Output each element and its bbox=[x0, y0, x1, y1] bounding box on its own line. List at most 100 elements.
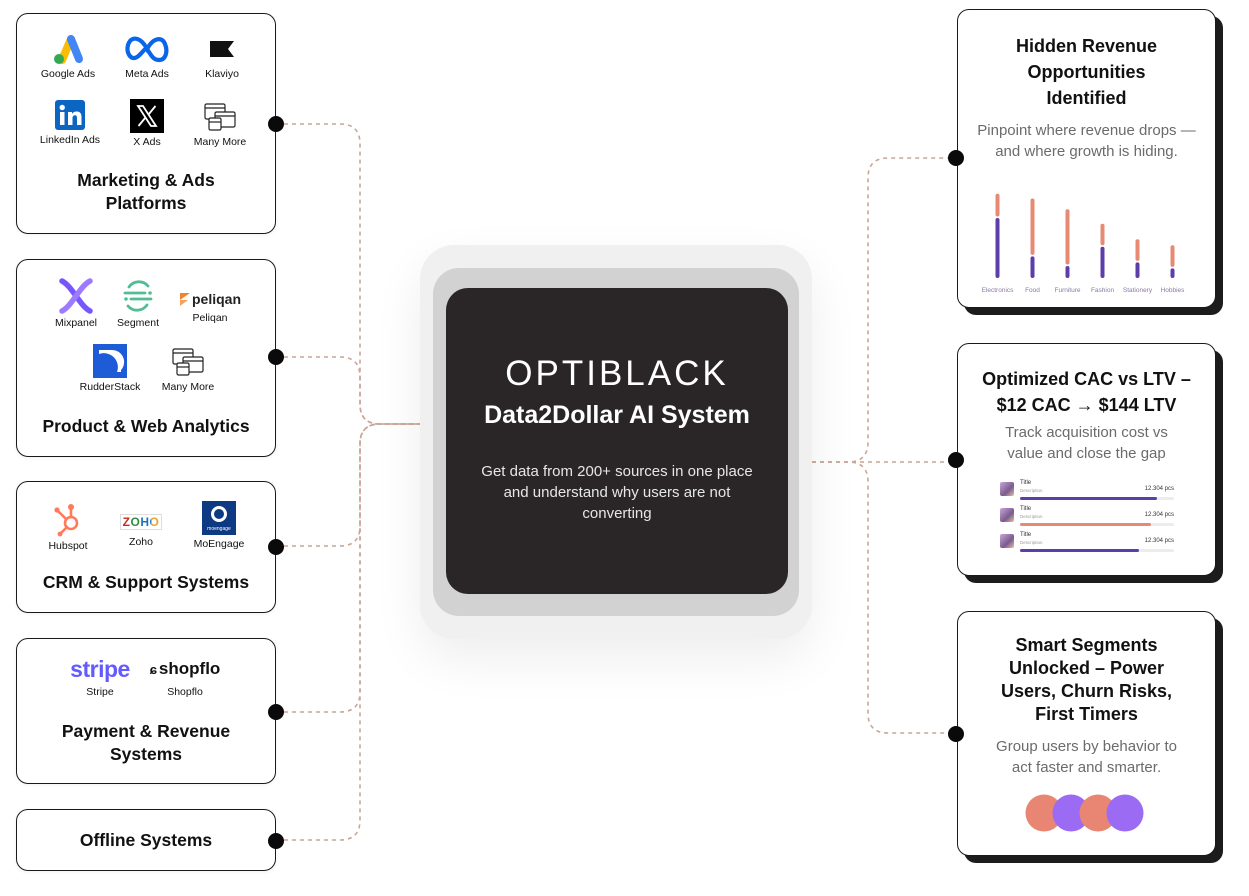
zoho-wordmark: ZOHO bbox=[119, 514, 163, 530]
card-offline: Offline Systems bbox=[16, 809, 284, 871]
card-cac-ltv: Optimized CAC vs LTV – $12 CAC → $144 LT… bbox=[948, 343, 1216, 576]
segment-circle bbox=[1079, 794, 1117, 832]
card-title: Offline Systems bbox=[79, 830, 213, 850]
brand-logo: OPTIBLACK bbox=[505, 354, 729, 393]
logo-label: Many More bbox=[161, 381, 215, 393]
logo-linkedin-ads: LinkedIn Ads bbox=[35, 99, 105, 146]
avatar bbox=[1000, 508, 1014, 522]
logo-label: Meta Ads bbox=[125, 68, 169, 80]
logo-moengage: moengage MoEngage bbox=[184, 501, 254, 550]
row-value: 12.304 pcs bbox=[1144, 486, 1174, 492]
category-label: Stationery bbox=[1123, 287, 1153, 294]
logo-many-more: Many More bbox=[155, 346, 221, 393]
peliqan-icon: peliqan bbox=[177, 284, 243, 314]
bar-segment-lower bbox=[1170, 268, 1175, 278]
segment-circle bbox=[1106, 794, 1144, 832]
progress-track bbox=[1020, 523, 1174, 526]
logo-label: Mixpanel bbox=[54, 317, 98, 329]
card-title: Hidden Revenue Opportunities Identified bbox=[1015, 36, 1158, 108]
logo-label: Hubspot bbox=[48, 540, 88, 552]
bar-segment-lower bbox=[1030, 256, 1035, 278]
rudderstack-icon bbox=[93, 344, 127, 378]
card-title: Optimized CAC vs LTV – $12 CAC → $144 LT… bbox=[982, 369, 1191, 415]
meta-icon bbox=[125, 36, 169, 63]
card-title: Product & Web Analytics bbox=[42, 416, 250, 436]
system-description: Get data from 200+ sources in one place … bbox=[481, 463, 753, 522]
x-icon bbox=[130, 99, 164, 133]
bar-segment-lower bbox=[1100, 246, 1105, 278]
logo-label: Many More bbox=[193, 136, 247, 148]
category-label: Hobbies bbox=[1161, 287, 1186, 294]
mixpanel-icon bbox=[59, 278, 93, 314]
google-ads-icon bbox=[54, 35, 83, 64]
bar-segment-lower bbox=[995, 218, 1000, 278]
category-label: Furniture bbox=[1054, 287, 1080, 294]
card-title: Payment & Revenue Systems bbox=[61, 721, 231, 764]
card-hidden-revenue: Hidden Revenue Opportunities Identified … bbox=[948, 9, 1216, 308]
bar-segment-upper bbox=[1135, 239, 1140, 261]
card-product-analytics: Mixpanel Segment peliqan Peliqan RudderS… bbox=[16, 259, 284, 457]
card-title: CRM & Support Systems bbox=[42, 572, 250, 592]
segment-circles bbox=[1025, 794, 1144, 832]
hubspot-icon bbox=[54, 504, 79, 537]
category-label: Fashion bbox=[1091, 287, 1115, 294]
connector-dot bbox=[268, 833, 284, 849]
row-title: Title bbox=[1020, 480, 1032, 486]
card-subtitle: Group users by behavior to act faster an… bbox=[996, 738, 1177, 776]
logo-mixpanel: Mixpanel bbox=[43, 278, 109, 329]
connector-dot bbox=[948, 726, 964, 742]
logo-label: Stripe bbox=[86, 686, 114, 698]
zoho-icon: ZOHO bbox=[108, 509, 174, 535]
connector-dot bbox=[268, 349, 284, 365]
bar-segment-lower bbox=[1135, 262, 1140, 278]
connector-product bbox=[276, 356, 420, 425]
connector-segments bbox=[812, 461, 956, 734]
progress-track bbox=[1020, 549, 1174, 552]
card-payment-revenue: stripe Stripe ɕ shopflo Shopflo Payment … bbox=[16, 638, 284, 784]
bar-segment-upper bbox=[1100, 223, 1105, 246]
bar-segment-upper bbox=[1065, 209, 1070, 265]
card-smart-segments: Smart Segments Unlocked – Power Users, C… bbox=[948, 611, 1216, 856]
shopflo-wordmark-icon: ɕ shopflo bbox=[141, 655, 229, 683]
segment-circle bbox=[1052, 794, 1090, 832]
row-value: 12.304 pcs bbox=[1144, 512, 1174, 518]
moengage-icon: moengage bbox=[202, 501, 236, 535]
category-label: Electronics bbox=[982, 287, 1015, 294]
card-title: Marketing & Ads Platforms bbox=[77, 170, 215, 213]
progress-fill bbox=[1020, 549, 1139, 552]
logo-meta-ads: Meta Ads bbox=[114, 33, 180, 80]
logo-label: Google Ads bbox=[40, 68, 96, 80]
logo-many-more: Many More bbox=[187, 101, 253, 148]
logo-label: RudderStack bbox=[79, 381, 141, 393]
logo-stripe: stripe Stripe bbox=[65, 655, 135, 698]
logo-label: Shopflo bbox=[167, 686, 203, 698]
logo-label: Segment bbox=[116, 317, 160, 329]
connector-offline bbox=[276, 423, 420, 841]
avatar bbox=[1000, 482, 1014, 496]
system-title: Data2Dollar AI System bbox=[484, 401, 750, 429]
connector-dot bbox=[268, 704, 284, 720]
peliqan-wordmark: peliqan bbox=[191, 291, 241, 307]
progress-fill bbox=[1020, 523, 1151, 526]
card-subtitle: Pinpoint where revenue drops — and where… bbox=[977, 122, 1196, 160]
progress-fill bbox=[1020, 497, 1158, 500]
logo-label: LinkedIn Ads bbox=[39, 134, 101, 146]
avatar bbox=[1000, 534, 1014, 548]
connector-dot bbox=[268, 539, 284, 555]
row-value: 12.304 pcs bbox=[1144, 538, 1174, 544]
connector-dot bbox=[268, 116, 284, 132]
connector-hidden-revenue bbox=[812, 157, 956, 463]
moengage-wordmark: moengage bbox=[207, 526, 231, 532]
logo-zoho: ZOHO Zoho bbox=[108, 509, 174, 548]
progress-track bbox=[1020, 497, 1174, 500]
browser-windows-icon bbox=[204, 103, 236, 131]
connector-crm bbox=[276, 423, 420, 547]
row-subtitle: Description bbox=[1020, 540, 1043, 545]
row-subtitle: Description bbox=[1020, 488, 1043, 493]
shopflo-s-icon: ɕ bbox=[149, 661, 157, 677]
